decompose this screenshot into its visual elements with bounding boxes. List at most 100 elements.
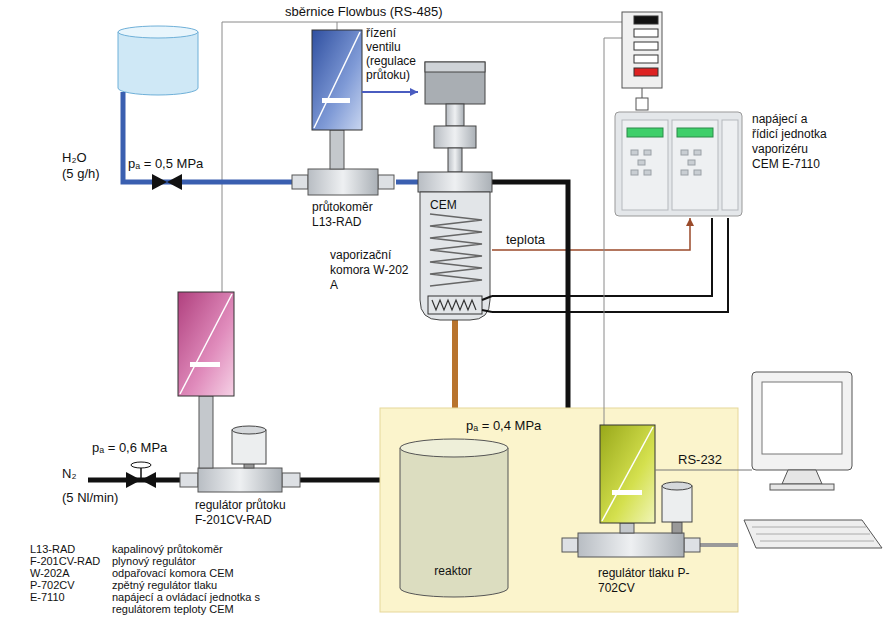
gas-flow-controller	[178, 292, 234, 396]
vaporizer-chamber	[425, 62, 485, 104]
bus-connector	[634, 16, 658, 24]
water-tank	[118, 32, 198, 95]
water-pipe	[123, 92, 300, 182]
vaporizer-chamber	[482, 310, 492, 312]
nitrogen-line	[141, 472, 156, 488]
gas-flow-controller	[190, 362, 220, 367]
device-label: průtokoměr L13-RAD	[312, 200, 392, 230]
control-unit	[672, 120, 718, 210]
control-unit	[677, 128, 713, 137]
connector-label: teplota	[506, 232, 545, 247]
liquid-flow-meter	[312, 30, 362, 130]
legend-text: zpětný regulátor tlaku	[112, 579, 217, 591]
water-tank	[118, 26, 198, 95]
device-label: napájecí a řídicí jednotka vaporizéru CE…	[752, 112, 836, 172]
legend-text: napájecí a ovládací jednotka s regulátor…	[112, 591, 284, 615]
liquid-flow-meter	[378, 175, 394, 189]
bus-connector	[634, 42, 658, 50]
bus-connector	[634, 55, 658, 63]
legend-text: W-202A	[30, 567, 70, 579]
water-pipe	[167, 174, 182, 190]
control-unit	[644, 170, 651, 175]
liquid-flow-meter	[362, 91, 396, 93]
bus-connector	[634, 29, 658, 37]
gas-flow-controller	[198, 468, 282, 492]
vaporizer-chamber	[448, 148, 462, 172]
arrow-head	[686, 218, 694, 226]
liquid-flow-meter	[292, 175, 308, 189]
device-label: regulátor tlaku P-702CV	[598, 566, 702, 596]
control-unit	[681, 170, 688, 175]
pressure-regulator	[578, 533, 684, 557]
vaporizer-chamber	[432, 300, 476, 310]
connector-line	[492, 218, 728, 312]
vaporizer-chamber	[430, 214, 482, 286]
device-label: vaporizační komora W-202 A	[330, 248, 412, 293]
control-unit	[631, 170, 638, 175]
vaporizer-chamber	[482, 296, 492, 300]
reactor-region	[380, 408, 738, 612]
computer	[744, 520, 882, 548]
control-unit	[644, 150, 651, 155]
computer	[756, 534, 870, 535]
vaporizer-chamber	[420, 192, 490, 320]
water-pipe	[152, 174, 167, 190]
computer	[752, 372, 852, 470]
arrow-head	[410, 88, 418, 96]
control-unit	[694, 150, 701, 155]
pressure-regulator	[700, 543, 738, 547]
gas-flow-controller	[282, 473, 300, 487]
bus-connector	[622, 12, 662, 110]
gas-flow-controller: regulátor průtoku F-201CV-RAD	[175, 288, 300, 540]
connector	[492, 218, 728, 312]
control-unit	[631, 150, 701, 175]
annotation: pₐ = 0,6 MPa	[92, 440, 167, 455]
control-unit	[688, 160, 695, 165]
vaporizer-chamber	[428, 296, 482, 314]
connector-line	[396, 180, 418, 185]
connector	[396, 88, 418, 96]
computer	[762, 382, 842, 454]
computer	[760, 541, 874, 542]
pressure-regulator	[600, 425, 655, 523]
bus-wire	[222, 22, 622, 425]
legend-text: odpařovací komora CEM	[112, 567, 234, 579]
bus-connector	[622, 12, 662, 88]
legend-text: P-702CV	[30, 579, 75, 591]
reactor-region	[380, 408, 738, 612]
annotation: (5 Nl/min)	[62, 490, 118, 505]
bus-connector	[636, 98, 648, 110]
annotation: pₐ = 0,4 MPa	[466, 418, 541, 433]
legend-text: plynový regulátor	[112, 555, 196, 567]
liquid-flow-meter	[330, 130, 344, 169]
reactor: reaktor	[398, 438, 508, 600]
pressure-regulator	[562, 538, 578, 552]
liquid-flow-meter	[308, 169, 378, 195]
legend-text: F-201CV-RAD	[30, 555, 100, 567]
control-unit	[638, 160, 645, 165]
nitrogen-line	[126, 472, 141, 488]
gas-flow-controller	[232, 426, 266, 434]
pressure-regulator	[684, 538, 700, 552]
device-label: reaktor	[398, 564, 508, 579]
connector	[396, 182, 418, 183]
bus-wire	[604, 38, 622, 425]
pressure-regulator	[662, 486, 692, 522]
pressure-regulator	[672, 522, 682, 533]
legend-text: L13-RAD	[30, 543, 75, 555]
vaporizer-chamber: vaporizační komora W-202 ACEM	[418, 62, 492, 320]
gas-flow-controller	[180, 294, 232, 394]
computer	[782, 470, 822, 484]
annotation: N₂	[62, 466, 76, 481]
connector-line	[492, 218, 690, 250]
liquid-flow-meter	[314, 32, 360, 128]
computer	[752, 527, 874, 541]
legend-text: kapalinový průtokoměr	[112, 543, 223, 555]
control-unit	[722, 120, 738, 210]
pressure-regulator	[662, 482, 692, 490]
bus-connector	[642, 88, 643, 98]
annotation: (5 g/h)	[62, 166, 100, 181]
pressure-regulator	[620, 523, 634, 533]
nitrogen-line	[88, 462, 180, 488]
pressure-regulator: regulátor tlaku P-702CV	[562, 420, 705, 598]
